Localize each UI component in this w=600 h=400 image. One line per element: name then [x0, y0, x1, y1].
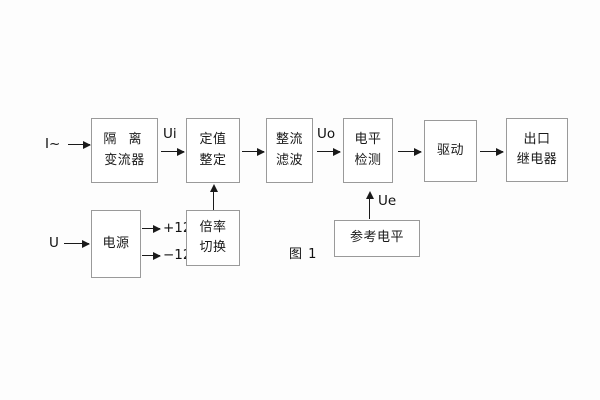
block-output-relay-line1: 出口 [523, 131, 551, 147]
block-rectify-filter[interactable]: 整流 滤波 [266, 118, 313, 183]
connector-isolation-to-setting [161, 147, 185, 156]
block-isolation-ct-line1: 隔 离 [103, 132, 146, 148]
connector-power-positive-rail [142, 224, 161, 233]
block-reference-level[interactable]: 参考电平 [334, 220, 420, 257]
connector-current-to-isolation [68, 140, 91, 149]
input-voltage-label: U [49, 235, 59, 251]
block-power-supply[interactable]: 电源 [91, 210, 141, 278]
block-rectify-filter-line1: 整流 [275, 132, 303, 148]
block-setting-line2: 整定 [199, 152, 227, 168]
block-output-relay[interactable]: 出口 继电器 [506, 118, 568, 182]
figure-caption: 图 1 [289, 247, 318, 262]
connector-power-negative-rail [142, 251, 161, 260]
connector-rectify-to-level-detect [317, 147, 341, 156]
block-level-detect[interactable]: 电平 检测 [343, 118, 393, 183]
input-current-label: I~ [45, 136, 61, 152]
connector-level-detect-to-driver [398, 147, 422, 156]
connector-reference-level-to-level-detect [365, 191, 374, 219]
signal-uo-label: Uo [317, 126, 336, 142]
block-ratio-switch[interactable]: 倍率 切换 [186, 210, 240, 266]
connector-setting-to-rectify [242, 147, 265, 156]
connector-voltage-to-power-supply [64, 239, 90, 248]
block-ratio-switch-line1: 倍率 [199, 219, 227, 235]
block-power-supply-line1: 电源 [102, 235, 130, 251]
block-reference-level-line1: 参考电平 [349, 230, 404, 246]
block-level-detect-line2: 检测 [354, 152, 382, 168]
connector-driver-to-output-relay [480, 147, 504, 156]
signal-ui-label: Ui [163, 126, 177, 142]
block-isolation-ct-line2: 变流器 [104, 152, 145, 168]
block-isolation-ct[interactable]: 隔 离 变流器 [91, 118, 158, 183]
block-ratio-switch-line2: 切换 [199, 240, 227, 255]
connector-ratio-switch-to-setting [209, 184, 218, 210]
block-driver[interactable]: 驱动 [424, 120, 477, 182]
block-setting[interactable]: 定值 整定 [186, 118, 240, 183]
block-level-detect-line1: 电平 [354, 132, 382, 148]
signal-ue-label: Ue [378, 193, 397, 209]
block-driver-line1: 驱动 [436, 142, 464, 158]
block-setting-line1: 定值 [199, 132, 227, 148]
block-output-relay-line2: 继电器 [516, 152, 558, 167]
block-rectify-filter-line2: 滤波 [275, 152, 303, 168]
